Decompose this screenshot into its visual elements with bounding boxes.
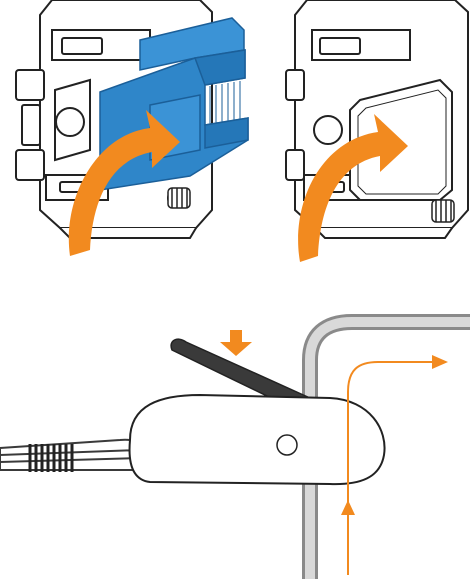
route-arrow-up [341, 500, 355, 515]
strap-coil [28, 444, 74, 472]
camera-knob-right [431, 199, 455, 223]
insert-arrow-left [68, 110, 180, 256]
route-arrow-right [432, 355, 448, 369]
strap-route-line [347, 361, 440, 575]
camera-knob-left [167, 187, 191, 209]
blue-mount-ridges [209, 81, 241, 124]
clip-body [128, 393, 386, 486]
clip-lever [170, 338, 312, 413]
press-down-arrow [220, 330, 252, 356]
panel-strap-clip [0, 314, 470, 579]
panel-camera-backplate [285, 0, 469, 262]
panel-camera-blue-mount [15, 0, 249, 256]
insert-arrow-right [298, 114, 408, 262]
clip-pivot [276, 434, 298, 456]
